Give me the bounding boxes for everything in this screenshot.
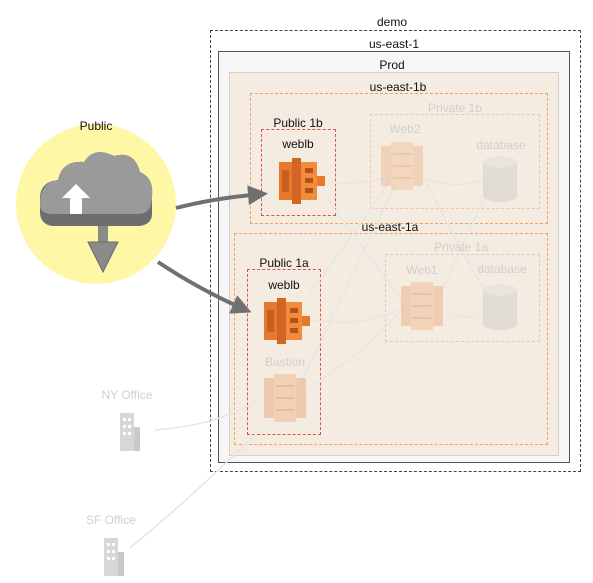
node-label-database-1b: database (476, 138, 526, 152)
link-weblb1a-web2 (304, 179, 391, 301)
ec2-instance-icon (381, 142, 423, 190)
public-label: Public (79, 119, 113, 133)
office-building-icon (120, 413, 140, 451)
arrow-public-to-weblb-1a (156, 260, 252, 314)
node-label-bastion: Bastion (264, 355, 306, 369)
subnet-public-1a (247, 269, 321, 435)
vpc-prod-container (229, 72, 559, 456)
download-arrow-icon (87, 226, 119, 274)
cloud-upload-icon (40, 152, 153, 226)
zone-us-east-1a-container (234, 233, 548, 445)
link-web1-db1a (444, 311, 484, 318)
region-label: us-east-1 (368, 37, 420, 51)
link-weblb1a-web1 (304, 309, 401, 324)
vpc-label: Prod (379, 58, 405, 72)
node-label-weblb-1b: weblb (282, 137, 314, 151)
link-weblb1b-web1 (327, 199, 403, 301)
link-web1-db1b (439, 184, 491, 296)
subnet-private-1a (385, 254, 540, 342)
office-building-icon (104, 538, 124, 576)
link-weblb1b-web2 (327, 177, 386, 185)
node-label-weblb-1a: weblb (268, 278, 300, 292)
subnet-label-private-1b: Private 1b (427, 101, 483, 115)
link-ny-bastion (154, 399, 259, 431)
subnet-label-private-1a: Private 1a (433, 240, 489, 254)
node-label-web2: Web2 (389, 122, 421, 136)
load-balancer-icon (264, 298, 310, 344)
arrow-public-to-weblb-1b (175, 185, 268, 210)
zone-us-east-1b-container (250, 93, 548, 224)
node-label-database-1a: database (477, 262, 527, 276)
link-web2-db1a (424, 179, 491, 301)
database-icon (483, 284, 517, 330)
link-web2-db1b (424, 177, 483, 186)
subnet-public-1b (261, 129, 336, 216)
sf-office-label: SF Office (86, 513, 136, 527)
subnet-label-public-1b: Public 1b (273, 116, 323, 130)
load-balancer-icon (279, 158, 325, 204)
link-bastion-web1 (304, 304, 406, 391)
ec2-instance-icon (264, 374, 306, 422)
database-icon (483, 156, 517, 202)
zone-label-1a: us-east-1a (361, 220, 419, 234)
account-demo-container (210, 30, 581, 472)
node-label-web1: Web1 (406, 263, 438, 277)
link-sf-bastion (129, 429, 261, 549)
account-label: demo (376, 15, 408, 29)
zone-label-1b: us-east-1b (369, 80, 427, 94)
subnet-label-public-1a: Public 1a (259, 256, 309, 270)
ny-office-label: NY Office (101, 388, 153, 402)
subnet-private-1b (370, 114, 540, 209)
ec2-instance-icon (401, 282, 443, 330)
link-bastion-web2 (299, 184, 396, 386)
